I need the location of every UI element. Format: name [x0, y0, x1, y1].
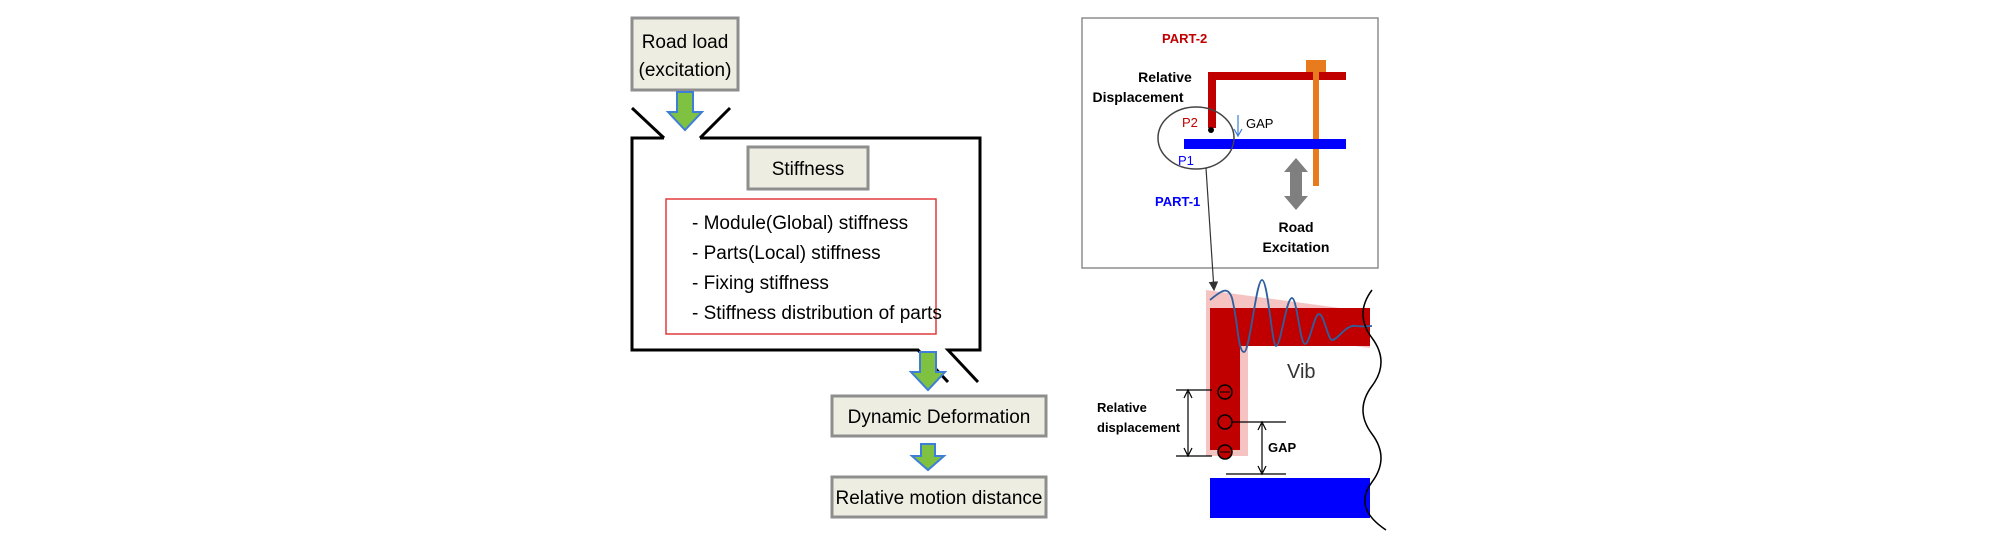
- bolt-shank: [1313, 66, 1319, 186]
- double-arrow-icon: [1284, 158, 1308, 210]
- down-arrow-icon: [665, 91, 705, 132]
- road-load-box: Road load (excitation): [630, 16, 740, 92]
- part1-label: PART-1: [1155, 194, 1200, 209]
- relative-motion-box: Relative motion distance: [830, 475, 1048, 519]
- relative-displacement-label: Relative: [1138, 69, 1192, 85]
- stiffness-title-box: Stiffness: [746, 145, 870, 191]
- break-line: [1362, 289, 1387, 531]
- relative-motion-label: Relative motion distance: [836, 488, 1043, 509]
- road-load-sublabel: (excitation): [639, 60, 732, 81]
- relative-displacement-dimension: [1176, 388, 1212, 458]
- focus-ellipse: [1157, 106, 1235, 170]
- vibration-curve: [1209, 279, 1373, 353]
- stiffness-title: Stiffness: [772, 159, 845, 180]
- part2-detail: [1210, 308, 1370, 450]
- relative-displacement-detail-label: Relative: [1097, 400, 1147, 415]
- gap-detail-label: GAP: [1268, 440, 1297, 455]
- road-excitation-sublabel: Excitation: [1263, 239, 1330, 255]
- down-arrow-icon: [908, 351, 948, 392]
- gap-arrow-icon: [1233, 115, 1243, 138]
- stiffness-list: - Module(Global) stiffness - Parts(Local…: [665, 198, 942, 335]
- schematic: PART-2 Relative Displacement P2 P1 GAP P…: [1081, 17, 1379, 292]
- leader-line: [1205, 167, 1219, 292]
- flowchart: Road load (excitation) Stiffness - Modul…: [630, 16, 1048, 519]
- dynamic-deformation-box: Dynamic Deformation: [830, 394, 1048, 438]
- down-arrow-icon: [909, 443, 947, 472]
- point-icon: [1217, 414, 1233, 430]
- part1-bar: [1184, 139, 1346, 149]
- part2-label: PART-2: [1162, 31, 1207, 46]
- gap-dimension: [1226, 420, 1286, 476]
- p2-label: P2: [1182, 115, 1198, 130]
- gap-label: GAP: [1246, 116, 1273, 131]
- road-excitation-label: Road: [1279, 219, 1314, 235]
- dynamic-deformation-label: Dynamic Deformation: [848, 407, 1031, 428]
- relative-displacement-sublabel: Displacement: [1092, 89, 1183, 105]
- stiffness-item: - Stiffness distribution of parts: [692, 303, 942, 324]
- part2-bracket: [1208, 72, 1346, 128]
- detail-view: Vib Relative displacement GAP: [1097, 279, 1387, 531]
- stiffness-item: - Fixing stiffness: [692, 273, 829, 294]
- stiffness-frame: [630, 106, 982, 384]
- part1-detail: [1210, 478, 1370, 518]
- vib-label: Vib: [1287, 361, 1316, 383]
- relative-displacement-detail-sublabel: displacement: [1097, 420, 1181, 435]
- stiffness-item: - Module(Global) stiffness: [692, 213, 908, 234]
- p1-label: P1: [1178, 153, 1194, 168]
- road-load-label: Road load: [642, 32, 729, 53]
- stiffness-item: - Parts(Local) stiffness: [692, 243, 881, 264]
- displacement-points: [1217, 384, 1233, 460]
- p2-point: [1208, 127, 1214, 133]
